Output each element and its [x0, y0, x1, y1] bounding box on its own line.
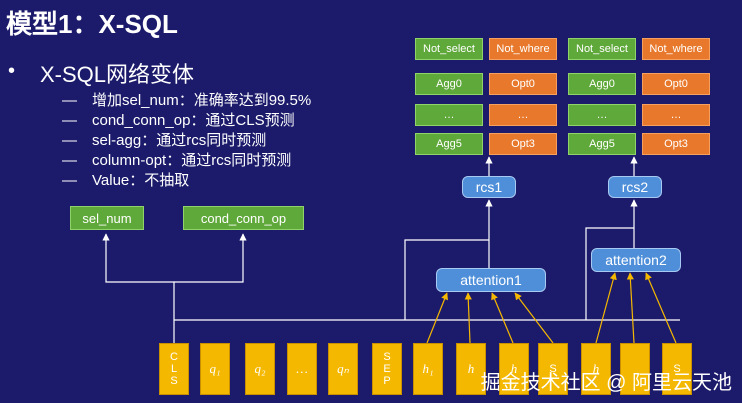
- stack1-agg0: Agg0: [415, 73, 483, 95]
- stack2-agg5: Agg5: [568, 133, 636, 155]
- stack2-not-select: Not_select: [568, 38, 636, 60]
- token-h: h: [456, 343, 486, 395]
- stack1-ellipsis-right: …: [489, 104, 557, 126]
- attention1-box: attention1: [436, 268, 546, 292]
- slide-title: 模型1：X-SQL: [6, 9, 178, 39]
- stack1-not-where: Not_where: [489, 38, 557, 60]
- stack2-ellipsis-right: …: [642, 104, 710, 126]
- stack1-opt3: Opt3: [489, 133, 557, 155]
- cond-conn-op-box: cond_conn_op: [183, 206, 304, 230]
- stack2-agg0: Agg0: [568, 73, 636, 95]
- attention2-box: attention2: [591, 248, 681, 272]
- token-h: h: [581, 343, 611, 395]
- bullet-dot: •: [8, 60, 16, 82]
- stack2-opt3: Opt3: [642, 133, 710, 155]
- stack2-not-where: Not_where: [642, 38, 710, 60]
- watermark: 掘金技术社区 @ 阿里云天池: [480, 372, 732, 394]
- rcs1-box: rcs1: [462, 176, 516, 198]
- sub-item: —sel-agg：通过rcs同时预测: [62, 132, 267, 149]
- token-qn: qₙ: [328, 343, 358, 395]
- token-ellipsis: …: [287, 343, 317, 395]
- stack1-agg5: Agg5: [415, 133, 483, 155]
- token-h: h: [499, 343, 529, 395]
- bus-to-rcs2-line: [585, 199, 638, 320]
- stack1-ellipsis-left: …: [415, 104, 483, 126]
- stack2-ellipsis-left: …: [568, 104, 636, 126]
- bus-to-rcs1-line: [404, 199, 493, 320]
- bullet-main-text: X-SQL网络变体: [40, 62, 195, 87]
- token-s: S: [662, 343, 692, 395]
- token-blank: [620, 343, 650, 395]
- sel-num-box: sel_num: [70, 206, 144, 230]
- h-to-attention2-arrow: [595, 272, 617, 344]
- token-s: S: [538, 343, 568, 395]
- stack1-opt0: Opt0: [489, 73, 557, 95]
- token-h1: h₁: [413, 343, 443, 395]
- cls-to-heads-line: [102, 233, 175, 343]
- token-q2: q₂: [245, 343, 275, 395]
- rcs2-box: rcs2: [608, 176, 662, 198]
- token-q1: q₁: [200, 343, 230, 395]
- sub-item: —Value：不抽取: [62, 172, 190, 189]
- sub-item: —column-opt：通过rcs同时预测: [62, 152, 292, 169]
- stack1-not-select: Not_select: [415, 38, 483, 60]
- stack2-opt0: Opt0: [642, 73, 710, 95]
- sub-item: —增加sel_num：准确率达到99.5%: [62, 92, 312, 109]
- h1-to-attention1-arrow: [426, 292, 448, 344]
- sub-item: —cond_conn_op：通过CLS预测: [62, 112, 295, 129]
